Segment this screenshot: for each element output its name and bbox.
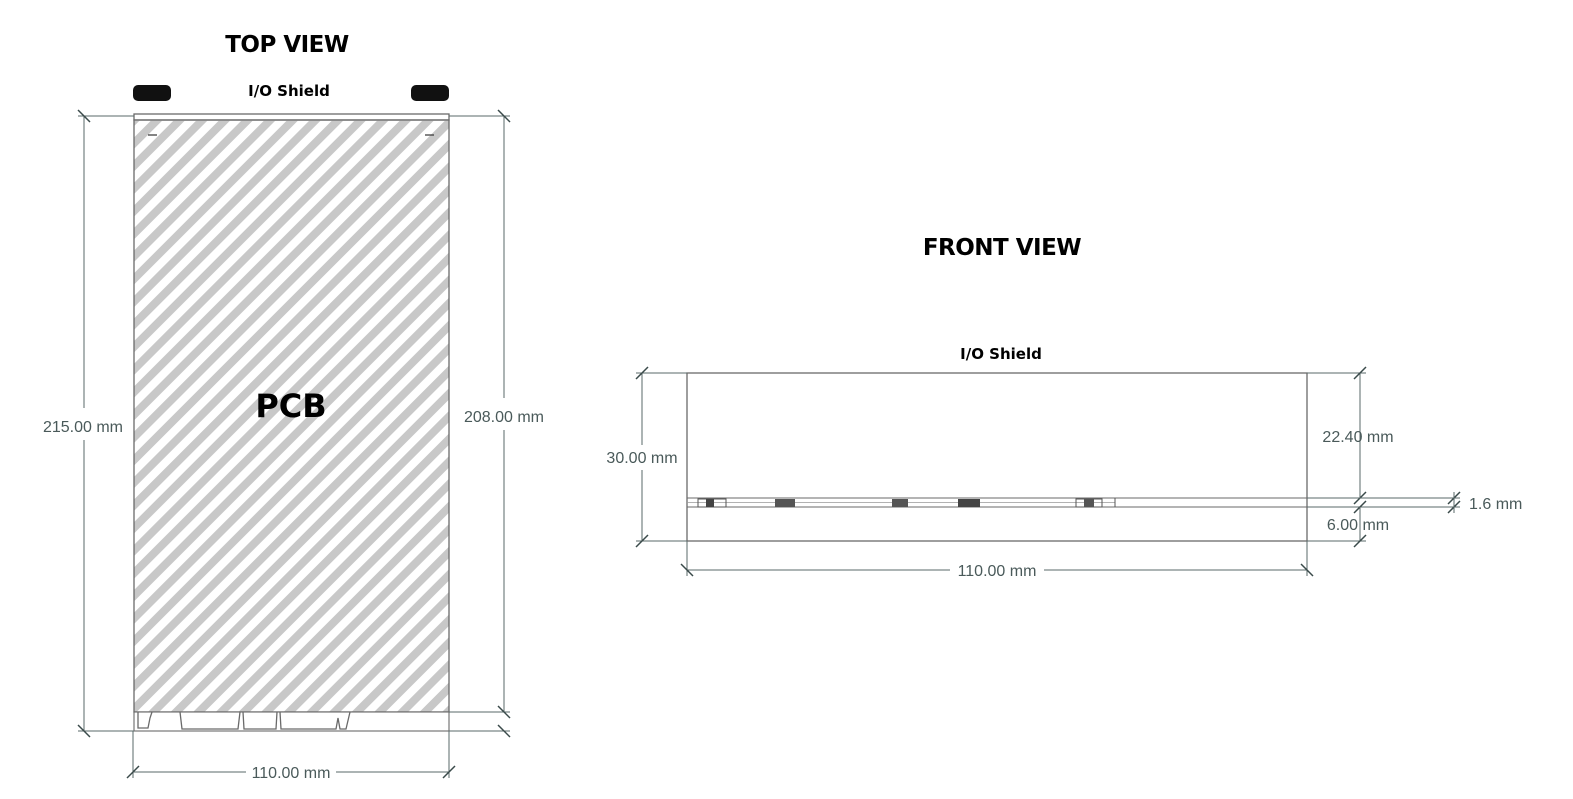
- top-io-shield-label: I/O Shield: [248, 82, 330, 100]
- dim-top-height-label: 22.40 mm: [1322, 429, 1393, 446]
- dim-pcb-length: 208.00 mm: [449, 109, 544, 738]
- pcb-body: [133, 119, 450, 713]
- dim-pcb-thickness-label: 1.6 mm: [1469, 496, 1522, 513]
- dim-top-width-label: 110.00 mm: [252, 765, 331, 782]
- pcb-layer: [687, 497, 1307, 508]
- dim-bottom-height-label: 6.00 mm: [1327, 517, 1389, 534]
- dim-total-length-label: 215.00 mm: [43, 419, 123, 436]
- io-shield-tab-right: [411, 85, 449, 101]
- dim-pcb-thickness: 1.6 mm: [1307, 491, 1522, 514]
- card-profile-outline: [686, 372, 1308, 542]
- dim-total-length: 215.00 mm: [43, 109, 134, 738]
- pcie-connector-strip: [133, 711, 450, 732]
- dim-pcb-length-label: 208.00 mm: [464, 409, 544, 426]
- front-io-shield-label: I/O Shield: [960, 345, 1042, 363]
- dim-top-width: 110.00 mm: [126, 731, 456, 782]
- front-view: FRONT VIEW I/O Shield 30.00 mm: [606, 235, 1522, 580]
- top-view: TOP VIEW I/O Shield PCB 215.00 mm: [43, 32, 544, 782]
- dim-total-height: 30.00 mm: [606, 366, 687, 548]
- io-shield-tab-left: [133, 85, 171, 101]
- dim-front-width-label: 110.00 mm: [958, 563, 1037, 580]
- pcb-label: PCB: [255, 387, 326, 425]
- io-shield-bar: [133, 113, 450, 121]
- dim-bottom-height: 6.00 mm: [1307, 507, 1389, 548]
- dim-top-height: 22.40 mm: [1307, 366, 1394, 505]
- front-view-title: FRONT VIEW: [923, 235, 1081, 261]
- dim-front-width: 110.00 mm: [680, 541, 1314, 580]
- dim-total-height-label: 30.00 mm: [606, 450, 677, 467]
- top-view-title: TOP VIEW: [225, 32, 349, 58]
